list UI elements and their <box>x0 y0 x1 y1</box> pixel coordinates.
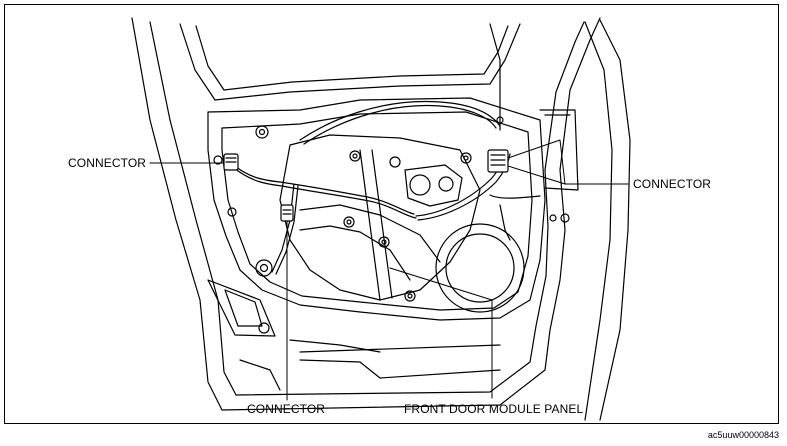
figure-code: ac5uuw00000843 <box>707 430 779 440</box>
regulator-rail <box>359 149 381 301</box>
leader-module-panel <box>389 267 493 399</box>
label-connector-right: CONNECTOR <box>633 177 712 191</box>
connector-right-body <box>487 149 509 173</box>
connector-bottom-body <box>280 204 294 222</box>
label-connector-bottom: CONNECTOR <box>247 402 326 416</box>
b-pillar <box>599 19 631 421</box>
door-outer-shell-inner <box>149 21 585 396</box>
label-connector-left: CONNECTOR <box>68 156 147 170</box>
diagram-frame <box>4 4 779 424</box>
label-module-panel: FRONT DOOR MODULE PANEL <box>404 402 584 416</box>
speaker-ring <box>435 223 525 313</box>
regulator-motor <box>404 164 463 207</box>
inner-panel-edge <box>221 111 533 311</box>
door-outer-shell <box>131 17 601 411</box>
b-pillar-inner <box>584 21 613 421</box>
window-frame-inner <box>195 25 509 91</box>
inner-panel <box>207 97 546 321</box>
window-frame <box>179 23 521 101</box>
leader-connector-right <box>507 139 629 185</box>
speaker-cone <box>445 233 515 303</box>
module-panel <box>279 134 481 301</box>
window-sash <box>489 23 501 131</box>
wiring-harness <box>231 163 415 215</box>
